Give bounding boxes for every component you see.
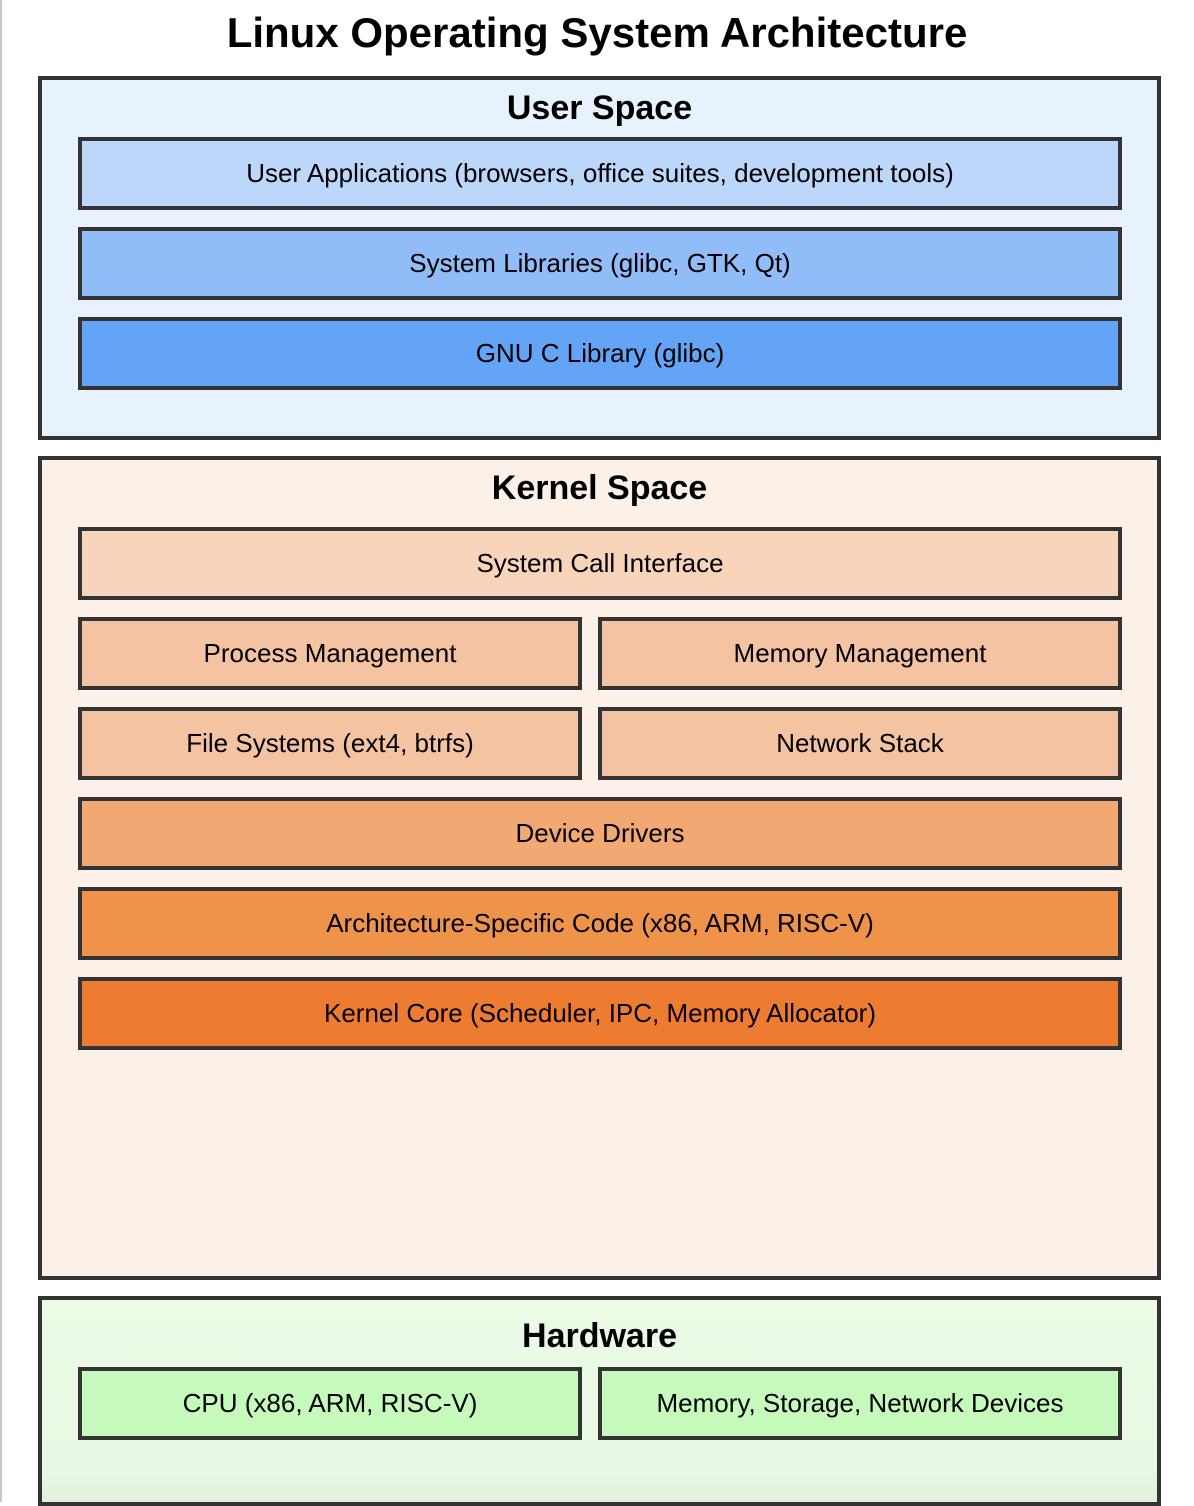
process-management-box: Process Management <box>78 617 582 690</box>
gnu-c-library-box: GNU C Library (glibc) <box>78 317 1122 390</box>
memory-management-box: Memory Management <box>598 617 1122 690</box>
kernel-space-title: Kernel Space <box>491 469 708 507</box>
network-stack-box: Network Stack <box>598 707 1122 780</box>
hardware-title: Hardware <box>522 1317 677 1355</box>
diagram-title: Linux Operating System Architecture <box>226 9 968 56</box>
system-libraries-box: System Libraries (glibc, GTK, Qt) <box>78 227 1122 300</box>
cpu-box: CPU (x86, ARM, RISC-V) <box>78 1367 582 1440</box>
hardware-section: Hardware CPU (x86, ARM, RISC-V) Memory, … <box>38 1296 1161 1506</box>
device-drivers-box: Device Drivers <box>78 797 1122 870</box>
file-systems-box: File Systems (ext4, btrfs) <box>78 707 582 780</box>
architecture-specific-code-box: Architecture-Specific Code (x86, ARM, RI… <box>78 887 1122 960</box>
user-space-title: User Space <box>506 89 693 127</box>
user-space-section: User Space User Applications (browsers, … <box>38 76 1161 440</box>
kernel-core-box: Kernel Core (Scheduler, IPC, Memory Allo… <box>78 977 1122 1050</box>
devices-box: Memory, Storage, Network Devices <box>598 1367 1122 1440</box>
system-call-interface-box: System Call Interface <box>78 527 1122 600</box>
user-applications-box: User Applications (browsers, office suit… <box>78 137 1122 210</box>
kernel-space-section: Kernel Space System Call Interface Proce… <box>38 456 1161 1280</box>
